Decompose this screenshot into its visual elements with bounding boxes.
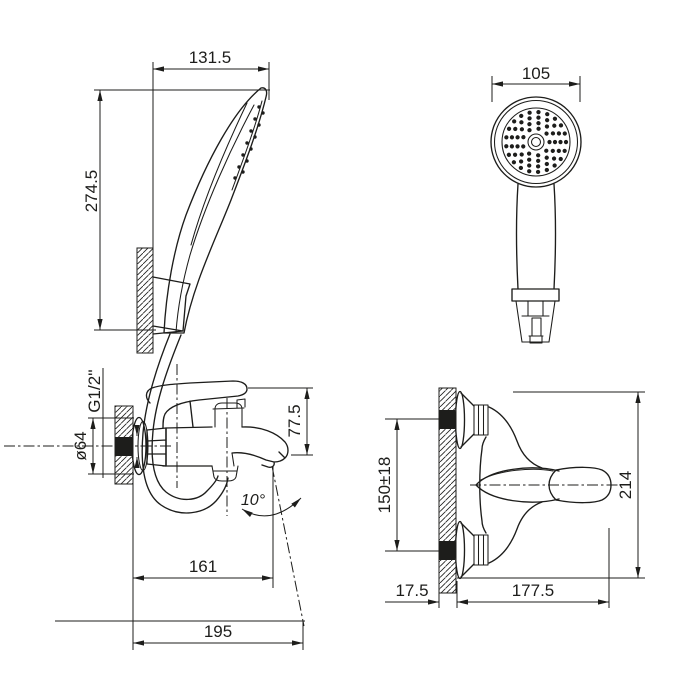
bath-mixer-front-view: 150±18 214 17.5 177.5	[375, 387, 645, 608]
lever-lens-inner	[480, 468, 554, 481]
spout-side	[231, 426, 289, 468]
escutcheon-flange	[131, 416, 147, 476]
dim-inlet-centers: 150±18	[375, 418, 400, 551]
nozzle-ring	[509, 115, 563, 169]
shower-head-rim-inner	[493, 99, 579, 185]
dim-overall-projection: 195	[133, 621, 304, 650]
dim-label-spout-height: 77.5	[285, 404, 304, 437]
bath-mixer-side-view: ø64 G1/2'' 77.5 10° 161	[4, 364, 313, 650]
dim-label-head-diameter: 105	[522, 64, 550, 83]
upper-nut	[473, 404, 489, 436]
nozzle-ring	[520, 126, 552, 158]
hand-shower-body-outline	[163, 87, 268, 334]
nozzle-ring	[503, 109, 569, 175]
diverter-knob	[212, 398, 246, 428]
center-cap-outer	[527, 133, 545, 151]
dim-label-body-width: 177.5	[512, 581, 555, 600]
shower-head-outer-rim	[490, 96, 582, 188]
dim-label-thread-size: G1/2''	[85, 369, 104, 412]
angled-centerline	[271, 465, 305, 627]
dim-label-wall-offset: 17.5	[395, 581, 428, 600]
dim-spout-height: 77.5	[248, 387, 313, 456]
dim-shower-width: 131.5	[152, 48, 270, 248]
dim-label-inlet-centers: 150±18	[375, 457, 394, 514]
lever-lens-front	[475, 467, 560, 503]
mixer-body-side	[162, 426, 213, 467]
lower-flange-cone	[460, 522, 475, 578]
shower-face-plate	[501, 107, 571, 177]
lower-nut	[473, 534, 489, 566]
dim-label-escutcheon-diameter: ø64	[71, 431, 90, 460]
mixer-body-front	[479, 406, 543, 564]
lever-handle-front	[548, 466, 612, 504]
hand-shower-front-view: 105	[490, 64, 582, 344]
hand-shower-inner-contours	[175, 100, 263, 333]
center-cap-inner	[530, 136, 542, 148]
connection-nut	[146, 427, 167, 467]
shower-bracket	[152, 276, 191, 335]
escutcheon-flange-inner	[137, 420, 149, 472]
dim-label-spout-angle: 10°	[241, 492, 266, 509]
upper-flange-cone	[460, 392, 475, 448]
dim-label-spout-projection: 161	[189, 557, 217, 576]
shower-handle-front	[511, 183, 560, 302]
dim-thread-size: G1/2''	[85, 368, 104, 478]
dim-label-overall-height: 214	[616, 471, 635, 499]
hand-shower-side-view: 131.5 274.5	[82, 48, 270, 514]
nozzle-ring	[514, 120, 558, 164]
dim-overall-height: 214	[457, 391, 645, 579]
dim-label-overall-projection: 195	[204, 622, 232, 641]
dim-label-shower-width: 131.5	[189, 48, 232, 67]
dim-spout-angle: 10°	[241, 465, 305, 627]
dim-head-diameter: 105	[491, 64, 581, 102]
inlet-pipe-bottom	[439, 541, 455, 560]
dim-shower-height: 274.5	[82, 89, 270, 331]
dim-spout-projection: 161	[132, 484, 273, 650]
dim-label-shower-height: 274.5	[82, 170, 101, 213]
wall-section-hatch	[136, 247, 154, 354]
lower-flange-face	[454, 520, 466, 580]
dim-body-width: 177.5	[456, 528, 610, 608]
dim-escutcheon-diameter: ø64	[71, 417, 140, 475]
spray-face-dots	[233, 105, 265, 180]
spray-nozzle-dots	[503, 109, 569, 175]
inlet-pipe-top	[439, 410, 455, 429]
upper-flange-face	[454, 390, 466, 450]
hose-fitting-under-body	[211, 452, 239, 482]
dim-wall-offset: 17.5	[385, 581, 440, 608]
angle-arc	[241, 497, 302, 518]
mixer-lever-side	[145, 380, 248, 429]
shower-hose	[141, 333, 229, 514]
hose-connector-front	[515, 300, 556, 344]
